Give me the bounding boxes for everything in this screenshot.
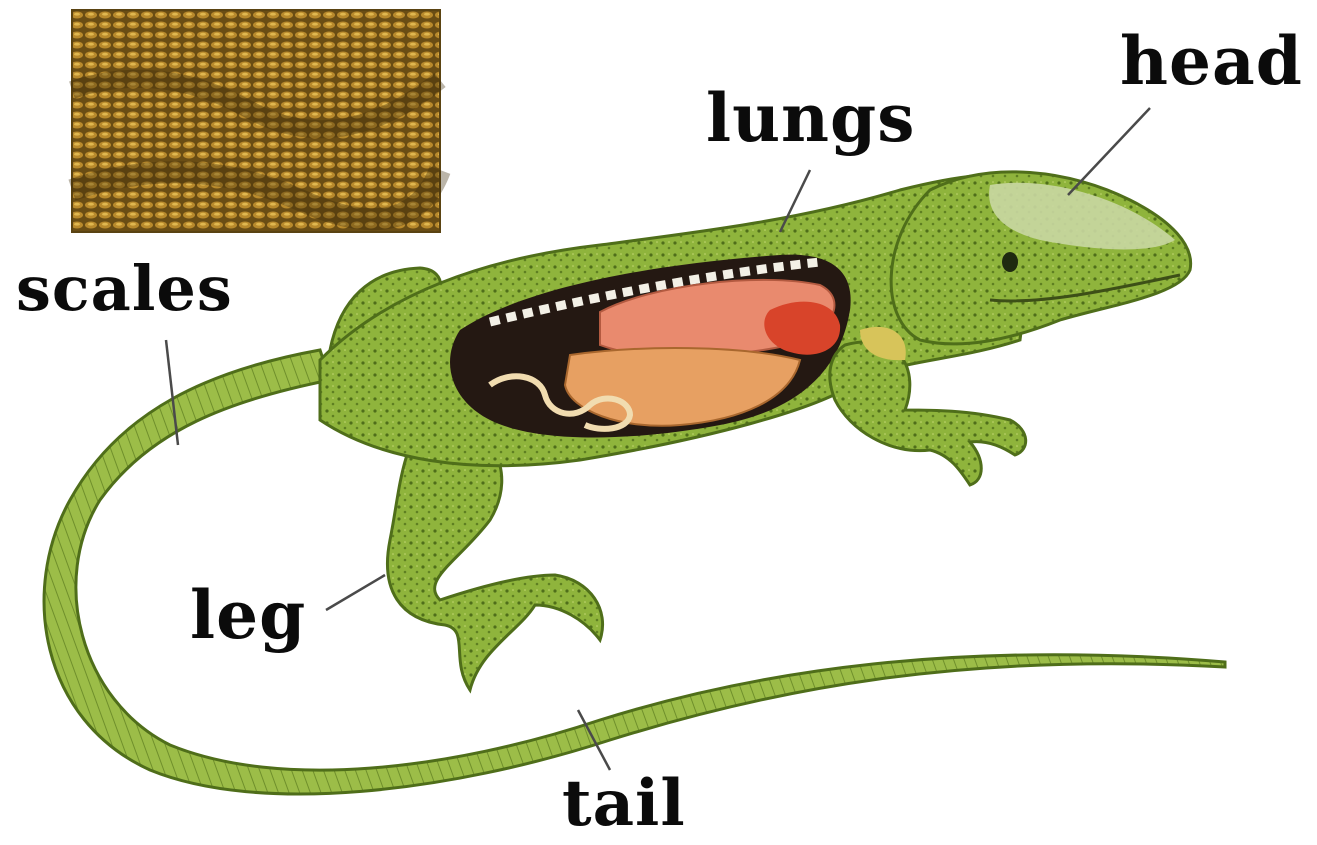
scales-inset	[72, 10, 440, 232]
head-leader-line	[1068, 108, 1150, 195]
head-label: head	[1120, 28, 1303, 94]
scales-label: scales	[16, 258, 233, 320]
tail-label: tail	[562, 772, 686, 836]
lungs-label: lungs	[706, 85, 915, 151]
lizard-head	[891, 172, 1190, 344]
eye-icon	[1002, 252, 1018, 272]
leg-leader-line	[326, 575, 385, 610]
leg-label: leg	[190, 582, 306, 648]
